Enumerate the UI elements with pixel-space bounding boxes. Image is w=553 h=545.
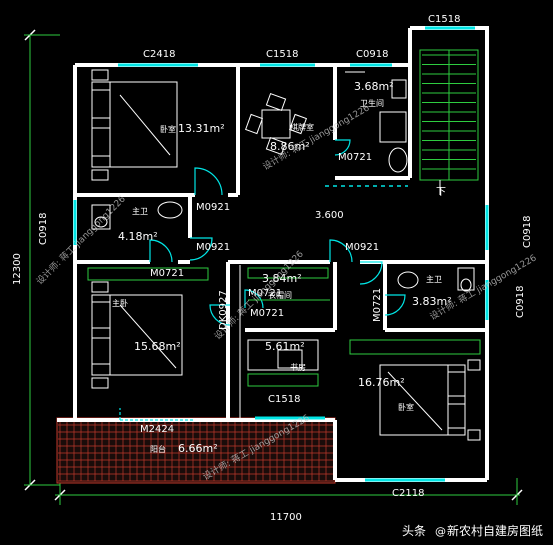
room-label-bedroom-right: 卧室 bbox=[398, 402, 414, 412]
staircase bbox=[419, 49, 479, 195]
room-area-chess: 8.86m² bbox=[270, 140, 310, 153]
room-area-study: 5.61m² bbox=[265, 340, 305, 353]
window-label-top-stair: C1518 bbox=[428, 14, 460, 25]
window-label-top-bath: C0918 bbox=[356, 49, 388, 60]
room-label-master-bath: 主卫 bbox=[132, 206, 148, 216]
stair-down-label: 下 bbox=[436, 187, 446, 198]
room-label-bath-right: 主卫 bbox=[426, 274, 442, 284]
door-label-bath-right: M0721 bbox=[372, 288, 383, 322]
door-label-bedroom: M0921 bbox=[196, 202, 230, 213]
badge-prefix: 头条 bbox=[402, 524, 426, 538]
door-label-balcony: M2424 bbox=[140, 424, 174, 435]
badge-name: 新农村自建房图纸 bbox=[447, 523, 543, 538]
room-area-bath-top: 3.68m² bbox=[354, 80, 394, 93]
room-label-bath-top: 卫生间 bbox=[360, 98, 384, 108]
room-area-master-bed: 15.68m² bbox=[134, 340, 181, 353]
window-marks bbox=[73, 26, 489, 482]
room-label-master-bed: 主卧 bbox=[112, 298, 128, 308]
dimension-lines bbox=[24, 29, 523, 505]
badge-at: @ bbox=[435, 525, 446, 538]
furniture-study bbox=[247, 339, 319, 387]
room-label-bedroom-top: 卧室 bbox=[160, 124, 176, 134]
room-area-master-bath: 4.18m² bbox=[118, 230, 158, 243]
room-label-balcony: 阳台 bbox=[150, 444, 166, 454]
outer-walls bbox=[57, 26, 489, 482]
furniture-master-bath bbox=[91, 201, 183, 230]
furniture-bath-top bbox=[345, 71, 408, 173]
window-label-top-chess: C1518 bbox=[266, 49, 298, 60]
window-label-left: C0918 bbox=[38, 213, 49, 245]
door-label-hall-right: M0921 bbox=[345, 242, 379, 253]
interior-walls bbox=[75, 65, 487, 418]
door-label-closet-a: M0721 bbox=[248, 288, 282, 299]
room-label-closet: 衣帽间 bbox=[268, 290, 292, 300]
window-label-top-bedroom: C2418 bbox=[143, 49, 175, 60]
room-area-closet: 3.84m² bbox=[262, 272, 302, 285]
room-area-bedroom-right: 16.76m² bbox=[358, 376, 405, 389]
room-label-study: 书房 bbox=[290, 362, 306, 372]
hall-level-mark: 3.600 bbox=[315, 210, 344, 221]
door-label-study-side: DK0927 bbox=[218, 290, 229, 330]
window-label-bottom: C2118 bbox=[392, 488, 424, 499]
window-label-right: C0918 bbox=[522, 216, 533, 248]
furniture-bedroom-right bbox=[349, 339, 481, 441]
room-area-balcony: 6.66m² bbox=[178, 442, 218, 455]
furniture-bath-right bbox=[397, 267, 475, 292]
door-label-bath-top: M0721 bbox=[338, 152, 372, 163]
window-label-right-bath: C0918 bbox=[515, 286, 526, 318]
furniture-bedroom-top bbox=[91, 69, 178, 181]
door-label-closet-b: M0721 bbox=[250, 308, 284, 319]
furniture-master-bed bbox=[87, 267, 209, 389]
room-area-bath-right: 3.83m² bbox=[412, 295, 452, 308]
room-area-bedroom-top: 13.31m² bbox=[178, 122, 225, 135]
door-label-left-upper: M0921 bbox=[196, 242, 230, 253]
room-label-chess: 棋牌室 bbox=[290, 122, 314, 132]
door-swings bbox=[119, 139, 406, 421]
dimension-width: 11700 bbox=[270, 512, 302, 523]
source-badge: 头条 @ 新农村自建房图纸 bbox=[402, 523, 543, 538]
furniture-chess-table bbox=[244, 92, 308, 156]
furniture-closet bbox=[247, 267, 330, 301]
dimension-height: 12300 bbox=[12, 253, 23, 285]
door-label-left-lower: M0721 bbox=[150, 268, 184, 279]
window-label-study: C1518 bbox=[268, 394, 300, 405]
